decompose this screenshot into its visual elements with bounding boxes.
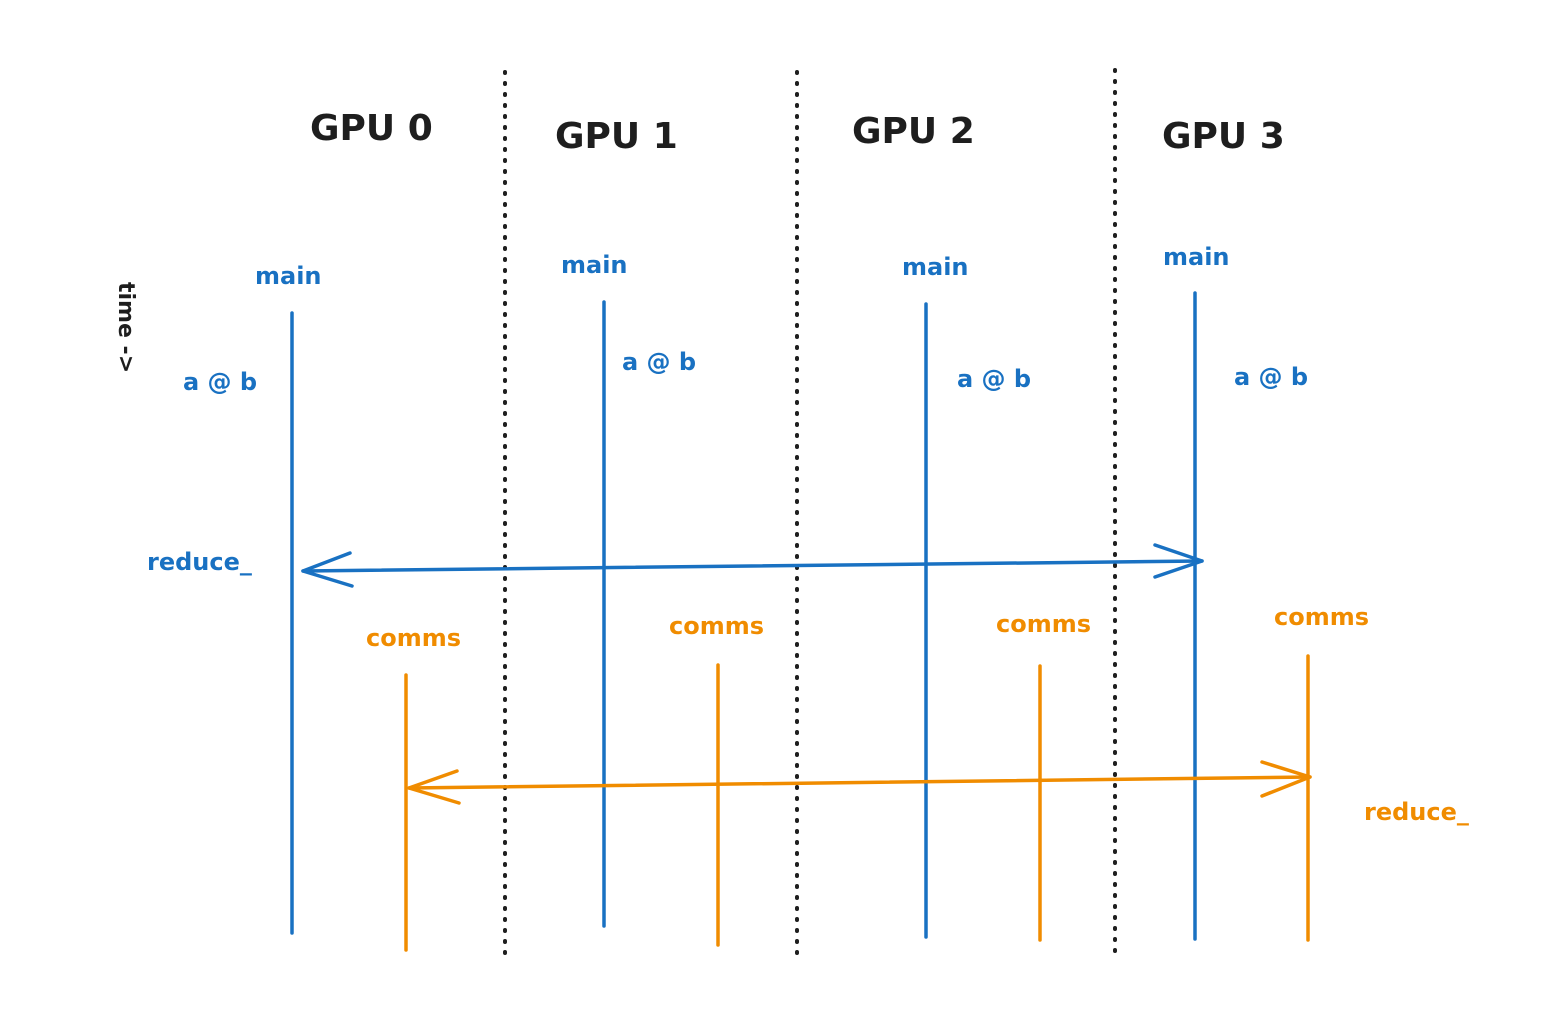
gpu-title: GPU 1 [555,116,678,157]
reduce-main-arrowhead-right [1153,543,1204,579]
reduce-comms-arrowhead-left [407,769,461,805]
matmul-op-label: a @ b [183,368,257,396]
time-axis-label: time -> [113,282,138,373]
main-stream-label: main [902,253,969,281]
reduce-main-arrow [301,559,1204,573]
comms-stream-label: comms [1274,603,1369,631]
gpu-title: GPU 0 [310,108,433,149]
reduce-comms-arrowhead-right [1260,760,1312,798]
comms-stream-label: comms [669,612,764,640]
main-stream-label: main [561,251,628,279]
comms-stream-label: comms [996,610,1091,638]
main-stream-label: main [1163,243,1230,271]
gpu-title: GPU 2 [852,111,975,152]
main-stream-label: main [255,262,322,290]
matmul-op-label: a @ b [1234,363,1308,391]
reduce-comms-arrow [407,775,1312,790]
matmul-op-label: a @ b [622,348,696,376]
gpu-title: GPU 3 [1162,116,1285,157]
reduce-main-label: reduce_ [147,548,252,576]
reduce-main-arrowhead-left [301,551,354,588]
comms-stream-label: comms [366,624,461,652]
matmul-op-label: a @ b [957,365,1031,393]
reduce-comms-label: reduce_ [1364,798,1469,826]
